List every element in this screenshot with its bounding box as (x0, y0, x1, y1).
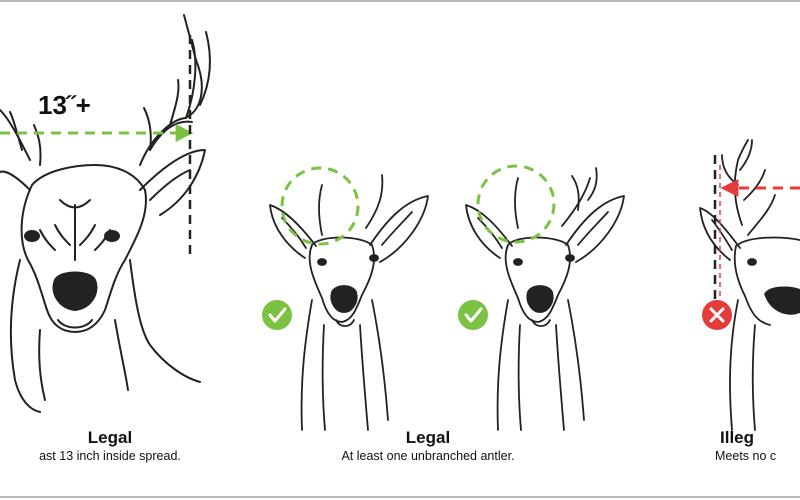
x-badge (702, 300, 732, 330)
top-frame-line (0, 0, 800, 2)
deer-small-illustration-2 (465, 167, 625, 431)
check-icon (268, 307, 287, 323)
deer-large-illustration (0, 14, 211, 413)
check-icon (464, 307, 483, 323)
x-icon (709, 307, 725, 323)
caption-description-1: ast 13 inch inside spread. (39, 449, 181, 463)
check-badge-1 (262, 300, 292, 330)
bottom-frame-line (0, 496, 800, 498)
spread-label: 13˝+ (38, 90, 91, 120)
caption-description-2: At least one unbranched antler. (341, 449, 515, 463)
caption-panel-1: Legal ast 13 inch inside spread. (0, 428, 300, 464)
caption-title-1: Legal (87, 428, 133, 447)
caption-description-3: Meets no c (715, 449, 777, 463)
caption-title-2: Legal (405, 428, 451, 447)
caption-panel-2: Legal At least one unbranched antler. (248, 428, 608, 464)
check-badge-2 (458, 300, 488, 330)
antler-circle-1 (280, 166, 360, 246)
caption-title-3: Illeg (720, 428, 755, 447)
deer-right-illustration (699, 139, 800, 431)
caption-panel-3: Illeg Meets no c (680, 428, 800, 464)
deer-small-illustration-1 (269, 174, 429, 431)
antler-circle-2 (476, 164, 556, 244)
